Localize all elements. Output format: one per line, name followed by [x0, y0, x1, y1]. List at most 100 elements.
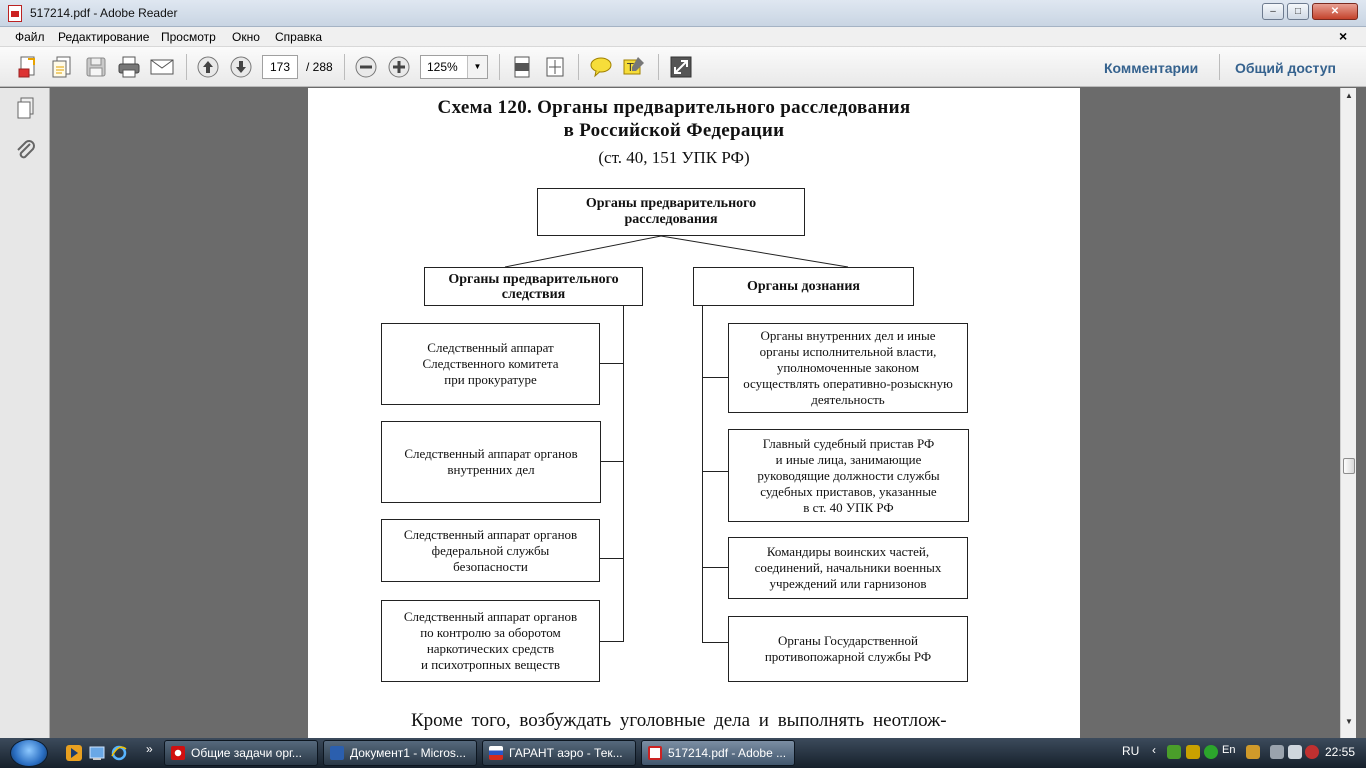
toolbar-separator	[1219, 54, 1220, 80]
scroll-up-icon[interactable]: ▲	[1345, 91, 1353, 100]
left-item-box: Следственный аппарат органов федеральной…	[381, 519, 600, 582]
menu-file[interactable]: Файл	[15, 30, 45, 44]
connector-line	[600, 461, 624, 462]
left-item-box: Следственный аппарат Следственного комит…	[381, 323, 600, 405]
show-desktop-icon[interactable]	[89, 745, 105, 761]
create-pdf-icon[interactable]	[16, 55, 40, 79]
quicklaunch-overflow-icon[interactable]: »	[146, 742, 153, 756]
page-total: / 288	[306, 60, 333, 74]
toolbar-separator	[186, 54, 187, 80]
right-item-box: Командиры воинских частей, соединений, н…	[728, 537, 968, 599]
navigation-panel	[0, 88, 50, 738]
window-title: 517214.pdf - Adobe Reader	[30, 6, 178, 20]
right-item-box: Органы Государственной противопожарной с…	[728, 616, 968, 682]
toolbar-separator	[499, 54, 500, 80]
connector-line	[702, 642, 729, 643]
connector-line	[599, 558, 624, 559]
menu-view[interactable]: Просмотр	[161, 30, 216, 44]
page-number-input[interactable]: 173	[262, 55, 298, 79]
right-item-box: Главный судебный пристав РФ и иные лица,…	[728, 429, 969, 522]
comments-link[interactable]: Комментарии	[1104, 60, 1199, 76]
menu-help[interactable]: Справка	[275, 30, 323, 44]
internet-explorer-icon[interactable]	[111, 745, 127, 761]
svg-text:T: T	[626, 61, 634, 74]
scrollbar-thumb[interactable]	[1343, 458, 1355, 474]
close-window-button[interactable]: ✕	[1312, 3, 1358, 20]
menu-edit[interactable]: Редактирование	[58, 30, 150, 44]
save-icon[interactable]	[84, 55, 108, 79]
right-item-box: Органы внутренних дел и иные органы испо…	[728, 323, 968, 413]
tray-app-icon[interactable]	[1246, 745, 1260, 759]
network-icon[interactable]	[1270, 745, 1284, 759]
maximize-button[interactable]: □	[1287, 3, 1309, 20]
clock[interactable]: 22:55	[1325, 745, 1356, 759]
zoom-in-icon[interactable]	[387, 55, 411, 79]
scroll-mode-icon[interactable]	[510, 55, 534, 79]
tray-alert-icon[interactable]	[1305, 745, 1319, 759]
chevron-left-icon[interactable]: ‹	[1152, 743, 1156, 757]
connector-line	[599, 363, 624, 364]
media-player-icon[interactable]	[66, 745, 82, 761]
word-icon	[330, 746, 344, 760]
scheme-heading-line1: Схема 120. Органы предварительного рассл…	[437, 97, 911, 118]
zoom-level-select[interactable]: 125% ▼	[420, 55, 488, 79]
scheme-subheading: (ст. 40, 151 УПК РФ)	[598, 148, 750, 167]
tray-app-icon[interactable]	[1167, 745, 1181, 759]
toolbar-separator	[578, 54, 579, 80]
attachments-icon[interactable]	[14, 138, 38, 162]
toolbar-separator	[344, 54, 345, 80]
previous-page-icon[interactable]	[196, 55, 220, 79]
menu-bar: Файл Редактирование Просмотр Окно Справк…	[0, 27, 1366, 47]
taskbar-item-label: ГАРАНТ аэро - Тек...	[509, 746, 623, 760]
connector-line	[702, 567, 729, 568]
language-indicator[interactable]: RU	[1122, 744, 1140, 758]
left-item-box: Следственный аппарат органов внутренних …	[381, 421, 601, 503]
taskbar-item-garant[interactable]: ГАРАНТ аэро - Тек...	[482, 740, 636, 766]
input-language-indicator[interactable]: En	[1222, 744, 1236, 756]
pdf-icon	[648, 746, 662, 760]
body-text: Кроме того, возбуждать уголовные дела и …	[411, 710, 947, 731]
inquiry-bodies-box: Органы дознания	[693, 267, 914, 306]
connector-line	[599, 641, 624, 642]
right-trunk-line	[702, 306, 703, 643]
next-page-icon[interactable]	[229, 55, 253, 79]
share-link[interactable]: Общий доступ	[1235, 60, 1336, 76]
taskbar-item-word[interactable]: Документ1 - Micros...	[323, 740, 477, 766]
left-trunk-line	[623, 306, 624, 642]
expand-icon[interactable]	[669, 55, 693, 79]
chevron-down-icon[interactable]: ▼	[467, 56, 487, 78]
vertical-scrollbar[interactable]: ▲ ▼	[1340, 88, 1356, 738]
pages-panel-icon[interactable]	[14, 96, 38, 120]
tray-app-icon[interactable]	[1186, 745, 1200, 759]
taskbar-item-adobe-reader[interactable]: 517214.pdf - Adobe ...	[641, 740, 795, 766]
zoom-level-value: 125%	[427, 60, 458, 74]
combine-files-icon[interactable]	[50, 55, 74, 79]
email-icon[interactable]	[150, 55, 174, 79]
preliminary-investigation-box: Органы предварительного следствия	[424, 267, 643, 306]
connector-line	[702, 377, 729, 378]
root-box: Органы предварительного расследования	[537, 188, 805, 236]
scheme-heading-line2: в Российской Федерации	[563, 120, 785, 141]
minimize-button[interactable]: –	[1262, 3, 1284, 20]
highlight-text-icon[interactable]: T	[622, 55, 646, 79]
opera-icon	[171, 746, 185, 760]
taskbar: » Общие задачи орг... Документ1 - Micros…	[0, 738, 1366, 768]
title-bar: 517214.pdf - Adobe Reader – □ ✕	[0, 0, 1366, 27]
volume-icon[interactable]	[1288, 745, 1302, 759]
menu-window[interactable]: Окно	[232, 30, 260, 44]
checkmark-icon[interactable]	[1204, 745, 1218, 759]
adobe-reader-icon	[8, 5, 22, 22]
taskbar-item-label: 517214.pdf - Adobe ...	[668, 746, 787, 760]
taskbar-item-label: Документ1 - Micros...	[350, 746, 466, 760]
taskbar-item-opera[interactable]: Общие задачи орг...	[164, 740, 318, 766]
start-button[interactable]	[10, 739, 48, 767]
zoom-out-icon[interactable]	[354, 55, 378, 79]
document-area[interactable]: Схема 120. Органы предварительного рассл…	[50, 88, 1340, 738]
print-icon[interactable]	[117, 55, 141, 79]
taskbar-item-label: Общие задачи орг...	[191, 746, 302, 760]
connector-line	[702, 471, 729, 472]
scroll-down-icon[interactable]: ▼	[1345, 717, 1353, 726]
fit-page-icon[interactable]	[543, 55, 567, 79]
close-document-button[interactable]: ×	[1339, 28, 1348, 44]
sticky-note-icon[interactable]	[589, 55, 613, 79]
